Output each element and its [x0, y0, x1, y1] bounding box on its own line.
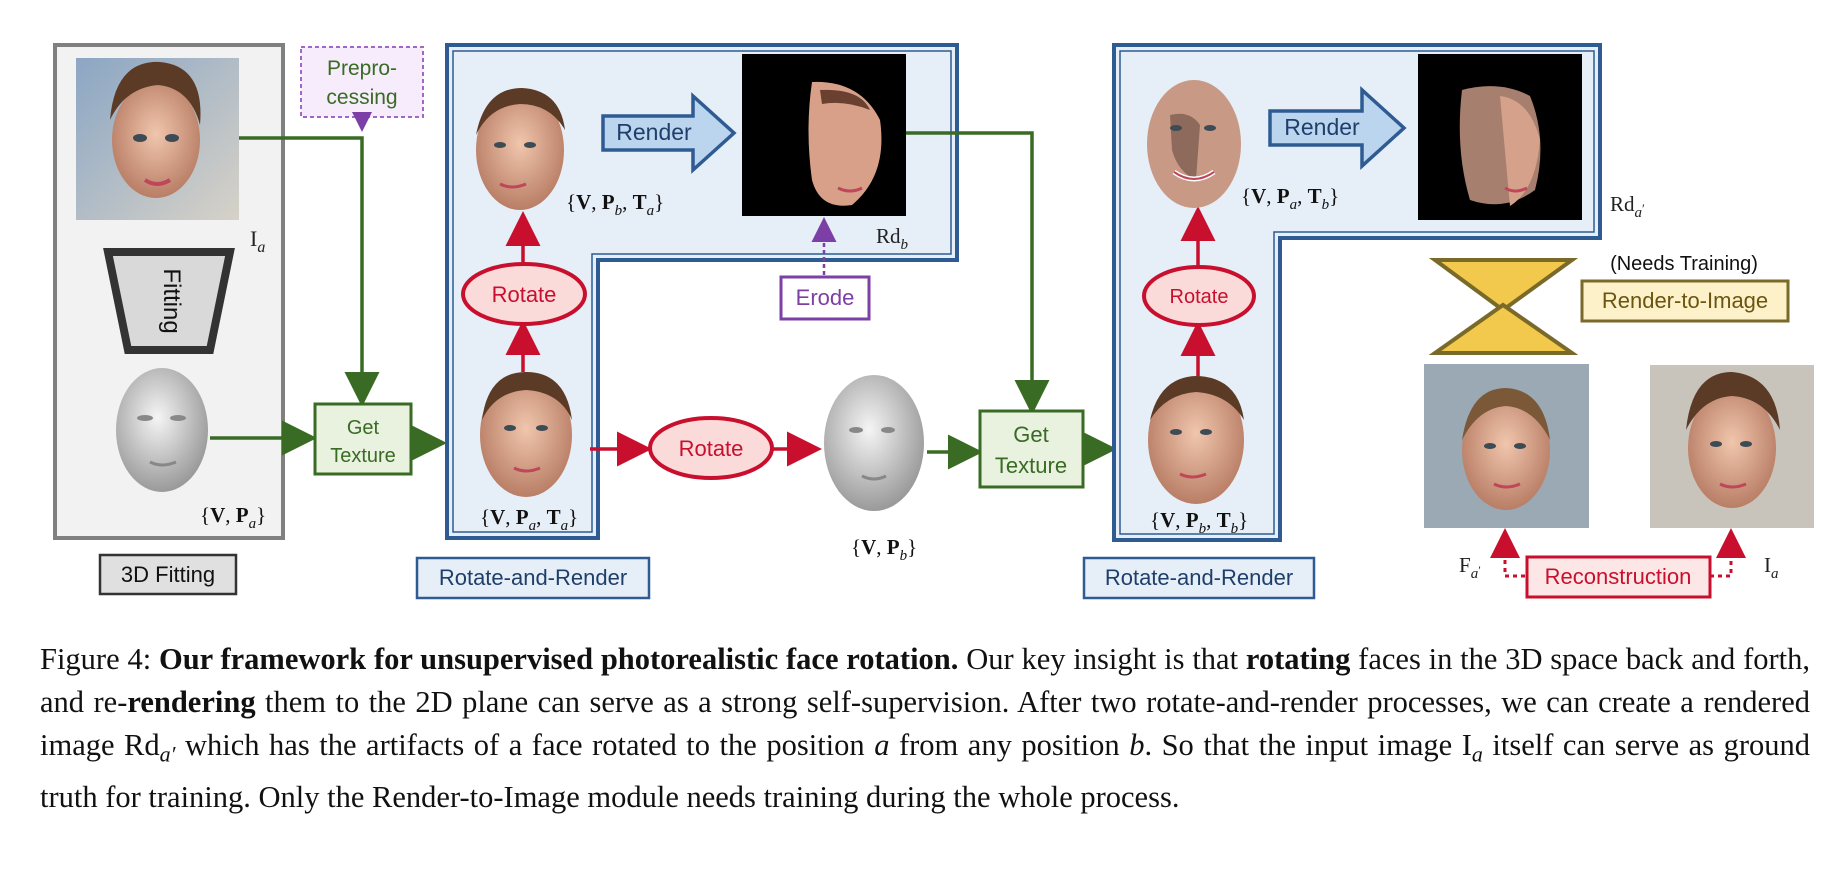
svg-text:Render: Render [616, 119, 692, 145]
svg-text:(Needs Training): (Needs Training) [1610, 253, 1758, 275]
svg-text:Get: Get [1013, 422, 1048, 447]
label-ia-right: Ia [1764, 553, 1779, 582]
svg-text:Prepro-: Prepro- [327, 57, 397, 80]
input-photo-ia [76, 58, 239, 220]
textured-face-pb-tb [1148, 376, 1244, 504]
svg-text:cessing: cessing [326, 86, 397, 109]
erode-box [779, 275, 871, 321]
svg-text:Ia: Ia [250, 226, 265, 256]
label-v-pa-ta: {V, Pa, Ta} [480, 505, 578, 534]
label-v-pb-tb: {V, Pb, Tb} [1150, 508, 1248, 537]
label-v-pa-tb: {V, Pa, Tb} [1241, 184, 1339, 213]
render-arrow-2: Render [1268, 86, 1407, 170]
preprocessing-box [300, 46, 424, 118]
label-v-pb-ta: {V, Pb, Ta} [566, 190, 664, 219]
arrow-rdb-to-gettexture [906, 131, 1050, 415]
render-arrow-1: Render [601, 92, 737, 174]
generated-face-f-a-prime [1424, 364, 1589, 528]
label-rd-a-prime: Rda′ [1610, 192, 1645, 221]
framework-diagram: Ia Fitting {V, Pa} 3D Fitting Prepro- ce… [53, 43, 1814, 600]
caption-prefix: Figure 4: [40, 642, 159, 676]
rotate-ellipse-middle: Rotate [648, 416, 774, 480]
rotate-render-label-2 [1082, 556, 1316, 600]
rendered-image-rd-a-prime [1418, 54, 1582, 220]
label-rdb: Rdb [876, 224, 909, 253]
svg-text:Rotate-and-Render: Rotate-and-Render [439, 565, 627, 590]
caption-title: Our framework for unsupervised photoreal… [158, 642, 959, 676]
svg-text:3D Fitting: 3D Fitting [121, 562, 215, 587]
label-v-pa: {V, Pa} [200, 503, 266, 532]
rotate-ellipse-1: Rotate [461, 262, 587, 326]
svg-text:Render: Render [1284, 114, 1360, 140]
rotated-face-pb-ta [476, 88, 565, 210]
svg-text:Rotate: Rotate [1170, 286, 1229, 308]
arrow-ia-to-gettexture [239, 136, 380, 407]
svg-text:Render-to-Image: Render-to-Image [1602, 288, 1768, 313]
textured-face-pa-ta [480, 372, 572, 497]
svg-text:Rotate-and-Render: Rotate-and-Render [1105, 565, 1293, 590]
get-texture-box-1 [313, 402, 413, 476]
svg-text:Rotate: Rotate [492, 282, 557, 307]
label-f-a-prime: Fa′ [1459, 553, 1481, 582]
rotate-ellipse-2: Rotate [1142, 265, 1256, 327]
svg-text:Rotate: Rotate [679, 436, 744, 461]
svg-text:Get: Get [347, 417, 380, 439]
fitting-funnel: Fitting [103, 248, 235, 354]
svg-text:Texture: Texture [330, 445, 396, 467]
svg-text:Fitting: Fitting [158, 268, 185, 333]
svg-text:Texture: Texture [995, 453, 1067, 478]
fitting-label-box [98, 553, 238, 596]
svg-text:Reconstruction: Reconstruction [1545, 564, 1692, 589]
svg-text:Erode: Erode [796, 285, 855, 310]
generator-hourglass [1428, 258, 1579, 355]
rotated-face-pa-tb [1147, 80, 1241, 208]
render-to-image-box [1580, 279, 1790, 323]
label-v-pb: {V, Pb} [851, 535, 917, 564]
rotate-render-label-1 [415, 556, 651, 600]
figure-caption: Figure 4: Our framework for unsupervised… [40, 642, 1810, 814]
ground-truth-face-ia [1650, 365, 1814, 528]
rendered-image-rdb [742, 54, 906, 216]
mesh-face-pb [824, 375, 924, 511]
reconstruction-box [1525, 555, 1712, 599]
mesh-face-pa [116, 368, 208, 492]
